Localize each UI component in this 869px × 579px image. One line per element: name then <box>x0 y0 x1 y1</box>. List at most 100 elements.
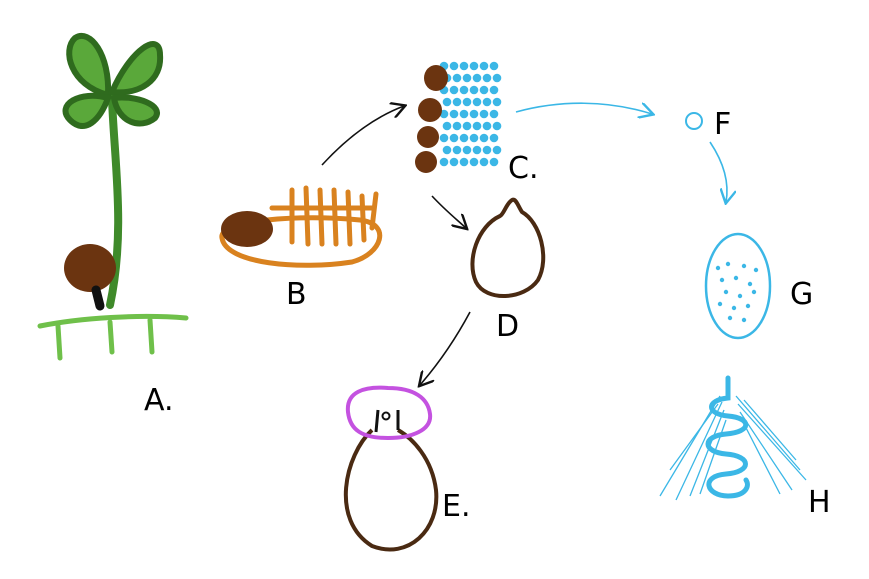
g-dot <box>753 267 759 273</box>
structure-e <box>343 385 439 552</box>
c-dot <box>479 61 489 71</box>
plant-seed-root <box>91 285 105 311</box>
h-ray <box>737 403 807 481</box>
c-dot <box>449 157 459 167</box>
c-dot <box>492 121 502 131</box>
e-ring <box>345 385 433 441</box>
h-ray <box>675 401 723 501</box>
c-dot <box>459 133 469 143</box>
g-dot <box>725 261 731 267</box>
c-dot <box>449 85 459 95</box>
c-dot <box>489 157 499 167</box>
label-h: H <box>808 485 831 520</box>
h-ray <box>743 399 797 461</box>
label-f: F <box>714 107 731 142</box>
c-dot <box>459 109 469 119</box>
label-e: E. <box>442 489 471 524</box>
c-dot <box>472 97 482 107</box>
c-dot <box>479 85 489 95</box>
plant-stem <box>106 94 123 309</box>
e-pore <box>381 411 391 421</box>
arrow-b-to-c <box>321 106 404 166</box>
structure-c <box>415 61 502 173</box>
c-dot <box>439 157 449 167</box>
c-dot <box>449 61 459 71</box>
c-dot <box>489 85 499 95</box>
structure-d <box>470 197 546 298</box>
c-dot <box>489 109 499 119</box>
c-dot <box>459 85 469 95</box>
g-dot <box>751 289 757 295</box>
c-dot <box>469 133 479 143</box>
c-dot <box>442 145 452 155</box>
plant-seed <box>64 244 116 292</box>
g-oval <box>704 232 772 340</box>
c-dot <box>469 61 479 71</box>
label-a: A. <box>144 383 174 418</box>
b-seed <box>221 211 273 247</box>
c-dot <box>482 97 492 107</box>
c-dot <box>482 73 492 83</box>
g-dot <box>731 305 737 311</box>
c-dot <box>452 145 462 155</box>
c-dot <box>492 73 502 83</box>
h-ray <box>659 395 721 497</box>
plant-a <box>37 33 189 361</box>
c-dot <box>479 109 489 119</box>
label-d: D <box>496 309 519 344</box>
b-ribs <box>269 185 379 247</box>
e-neck <box>374 409 400 433</box>
g-dot <box>745 303 751 309</box>
structure-b <box>219 185 383 268</box>
structure-h <box>659 375 807 501</box>
c-dot <box>449 109 459 119</box>
c-dot <box>472 121 482 131</box>
g-dots <box>715 261 759 323</box>
h-ray <box>669 403 719 471</box>
c-dot <box>479 157 489 167</box>
c-dot <box>442 97 452 107</box>
g-dot <box>741 263 747 269</box>
c-dot <box>462 97 472 107</box>
c-dot <box>472 73 482 83</box>
c-dot <box>482 121 492 131</box>
c-dot <box>492 145 502 155</box>
c-dot <box>459 157 469 167</box>
c-dot <box>492 97 502 107</box>
plant-ground <box>37 313 189 361</box>
c-dot <box>462 145 472 155</box>
g-dot <box>737 293 743 299</box>
g-dot <box>723 289 729 295</box>
c-dot <box>469 85 479 95</box>
g-dot <box>733 275 739 281</box>
c-dot <box>452 97 462 107</box>
c-dot <box>469 109 479 119</box>
e-oval <box>343 428 439 552</box>
d-oval <box>470 197 546 298</box>
g-dot <box>747 281 753 287</box>
c-dots <box>439 61 502 167</box>
c-dot <box>479 133 489 143</box>
c-dot <box>452 73 462 83</box>
label-g: G <box>790 277 813 312</box>
arrow-f-to-g <box>709 141 727 202</box>
plant-leaves <box>62 33 164 129</box>
h-ray <box>735 395 801 471</box>
h-rays <box>659 395 807 501</box>
c-dot <box>462 73 472 83</box>
h-ray <box>699 419 727 495</box>
c-seeds <box>415 65 448 173</box>
c-dot <box>442 121 452 131</box>
c-dot <box>439 133 449 143</box>
c-dot <box>472 145 482 155</box>
c-dot <box>469 157 479 167</box>
h-ray <box>689 409 725 497</box>
structure-f <box>685 112 703 130</box>
g-dot <box>715 265 721 271</box>
structure-g <box>704 232 772 340</box>
c-dot <box>459 61 469 71</box>
c-dot <box>489 133 499 143</box>
c-dot <box>489 61 499 71</box>
h-ray <box>739 411 793 491</box>
